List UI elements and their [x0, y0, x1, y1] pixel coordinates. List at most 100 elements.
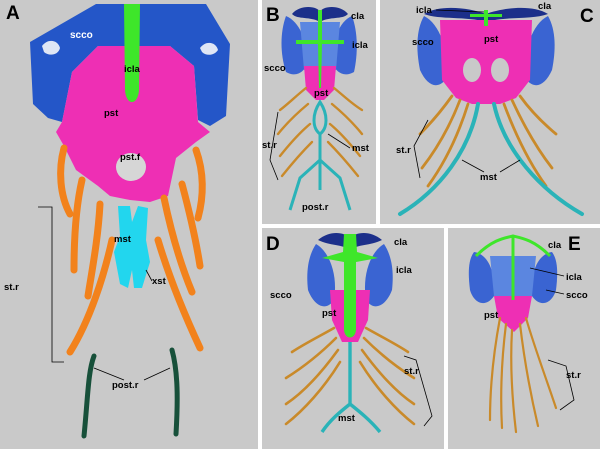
st-rib-e1: [488, 316, 502, 422]
mst-b: [288, 99, 352, 211]
divider-horizontal: [258, 224, 600, 228]
leader-c-icla: [435, 9, 485, 13]
icla-e: [474, 234, 552, 300]
panel-a: A scco icla pst pst.f mst xst st.r post.…: [0, 0, 258, 449]
st-rib-b2: [276, 102, 310, 136]
label-b-st-r: st.r: [262, 140, 277, 151]
sternal-ribs-c: [418, 94, 558, 188]
st-rib-a5: [192, 146, 206, 222]
divider-bc: [376, 0, 380, 224]
label-c-scco: scco: [412, 37, 434, 48]
label-d-cla: cla: [394, 237, 408, 248]
scco-b-right: [332, 16, 357, 75]
sternal-ribs-b: [276, 86, 364, 178]
icla-shape: [124, 4, 140, 102]
mst-shape: [114, 206, 150, 288]
leader-c-mst-right: [499, 159, 521, 173]
label-a-pst-f: pst.f: [120, 152, 141, 163]
label-a-icla: icla: [124, 64, 141, 75]
st-rib-c2: [420, 98, 462, 170]
mst-c-left: [398, 102, 480, 216]
panel-c: C icla cla scco pst st.r mst: [380, 0, 600, 224]
label-e-pst: pst: [484, 310, 499, 321]
st-rib-e5: [524, 316, 558, 410]
label-d-pst: pst: [322, 308, 337, 319]
leader-c-mst-left: [461, 159, 485, 173]
scco-foramen-right: [200, 42, 218, 55]
st-rib-d7: [360, 348, 416, 406]
st-rib-a2: [70, 176, 86, 274]
mst-c-right: [492, 102, 584, 216]
scco-e-right: [531, 252, 558, 304]
label-b-icla: icla: [352, 40, 369, 51]
bracket-c-st-r: [413, 119, 429, 179]
st-rib-e4: [518, 322, 540, 428]
st-rib-b4: [280, 140, 314, 178]
label-d-icla: icla: [396, 265, 413, 276]
st-rib-e2: [500, 322, 508, 430]
st-rib-c5: [510, 98, 554, 170]
divider-de: [444, 228, 448, 449]
label-b-pst: pst: [314, 88, 329, 99]
scco-c-left: [417, 16, 448, 86]
label-c-cla: cla: [538, 1, 552, 12]
label-d-st-r: st.r: [404, 366, 419, 377]
icla-b: [296, 10, 344, 88]
panel-c-letter: C: [580, 6, 594, 27]
st-rib-a8: [154, 236, 204, 352]
panel-a-letter: A: [6, 3, 20, 24]
label-a-st-r: st.r: [4, 282, 19, 293]
label-d-mst: mst: [338, 413, 356, 424]
scco-b: [281, 16, 308, 75]
pst-c-foramen-left: [463, 58, 481, 82]
icla-d: [322, 234, 378, 338]
label-c-pst: pst: [484, 34, 499, 45]
pst-shape: [56, 46, 210, 202]
label-e-scco: scco: [566, 290, 588, 301]
st-rib-b5: [332, 86, 364, 112]
scco-foramen-left: [42, 40, 60, 55]
sternal-ribs-e: [488, 316, 558, 434]
st-rib-d3: [284, 348, 340, 406]
pst-c: [440, 20, 532, 104]
label-e-icla: icla: [566, 272, 583, 283]
st-rib-c6: [502, 102, 548, 188]
mst-c: [398, 102, 584, 216]
label-a-mst: mst: [114, 234, 132, 245]
leader-e-scco: [545, 289, 565, 295]
label-b-scco: scco: [264, 63, 286, 74]
scco-c-right: [524, 16, 555, 86]
post-rib-a2: [169, 347, 180, 437]
scco-shape: [30, 4, 230, 126]
label-b-post-r: post.r: [302, 202, 329, 213]
label-b-cla: cla: [351, 11, 365, 22]
st-rib-a3: [84, 200, 104, 300]
st-rib-a4: [66, 236, 116, 356]
panel-d: D cla icla scco pst st.r mst: [262, 228, 444, 449]
st-rib-b8: [326, 140, 360, 178]
bracket-b-st-r: [269, 111, 279, 181]
label-c-st-r: st.r: [396, 145, 411, 156]
st-rib-b1: [278, 86, 308, 112]
pst-foramen: [116, 153, 146, 181]
st-rib-c3: [426, 102, 470, 188]
pst-e: [494, 296, 532, 332]
st-rib-e3: [510, 328, 518, 434]
label-e-st-r: st.r: [566, 370, 581, 381]
panel-b: B cla icla scco pst mst st.r post.r: [262, 0, 376, 224]
st-rib-d1: [290, 326, 336, 354]
label-b-mst: mst: [352, 143, 370, 154]
st-rib-c4: [518, 94, 558, 136]
st-rib-c1: [418, 94, 454, 136]
st-rib-d6: [362, 336, 416, 380]
label-d-scco: scco: [270, 290, 292, 301]
scco-d-right: [364, 244, 393, 307]
leader-a-xst: [145, 269, 153, 282]
post-ribs-a: [81, 347, 180, 439]
bracket-e-st-r: [547, 359, 575, 411]
sternal-ribs-a: [57, 144, 206, 356]
mst-d: [320, 342, 382, 434]
st-rib-b6: [330, 102, 364, 136]
label-a-scco: scco: [70, 30, 93, 41]
